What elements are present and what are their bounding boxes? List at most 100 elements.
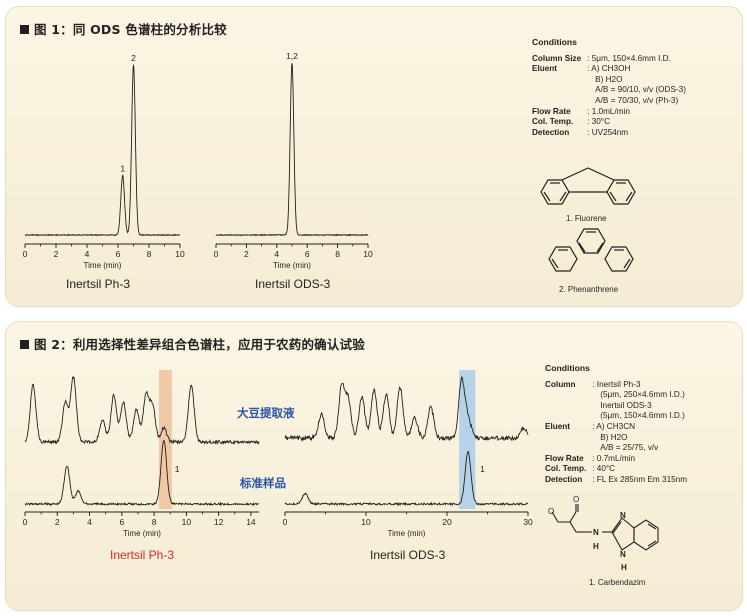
peak-label: 1	[480, 464, 485, 474]
x-tick-label: 2	[244, 249, 249, 259]
x-tick-label: 6	[119, 517, 124, 527]
chromatogram-trace	[284, 450, 529, 507]
atom-n-ring-bottom: N	[620, 550, 626, 559]
x-tick-label: 8	[335, 249, 340, 259]
conditions-heading: Conditions	[532, 37, 577, 47]
conditions-value-line: (5μm, 250×4.6mm I.D.)	[600, 390, 685, 400]
atom-n-ring-top: N	[620, 511, 626, 520]
conditions-key: Column	[545, 379, 576, 389]
trace-label-soy-extract: 大豆提取液	[237, 406, 295, 420]
conditions-value-line: : 30°C	[587, 117, 610, 127]
trace-label-standard: 标准样品	[240, 476, 286, 490]
conditions-value-line: : 5μm, 150×4.6mm I.D.	[587, 53, 671, 63]
chromatogram-trace	[24, 64, 181, 237]
conditions-value: : 1.0mL/min	[587, 107, 686, 118]
conditions-value: : 0.7mL/min	[592, 454, 687, 465]
conditions-row: Column: Inertsil Ph-3(5μm, 250×4.6mm I.D…	[545, 380, 687, 422]
conditions-value-line: B) H2O	[595, 74, 623, 84]
column-label-ph3: Inertsil Ph-3	[66, 277, 131, 291]
conditions-value-line: : A) CH3OH	[587, 64, 631, 74]
atom-n-amine: N	[593, 528, 599, 537]
square-bullet-icon	[20, 340, 29, 349]
x-tick-label: 0	[214, 249, 219, 259]
x-tick-label: 10	[363, 249, 373, 259]
chromatogram-trace	[215, 63, 369, 237]
conditions-heading: Conditions	[545, 363, 590, 373]
chromatogram-trace	[284, 376, 529, 442]
conditions-fig2: Conditions Column: Inertsil Ph-3(5μm, 25…	[545, 363, 687, 486]
figure1-title: 图 1：同 ODS 色谱柱的分析比较	[20, 19, 227, 38]
conditions-table: Column Size : 5μm, 150×4.6mm I.D. Eluent : …	[532, 54, 686, 139]
x-tick-label: 12	[214, 517, 224, 527]
conditions-table: Column: Inertsil Ph-3(5μm, 250×4.6mm I.D…	[545, 380, 687, 486]
x-tick-label: 4	[274, 249, 279, 259]
molecule-label-fluorene: 1. Fluorene	[566, 214, 607, 223]
x-tick-label: 0	[23, 249, 28, 259]
column-label-ods3-2: Inertsil ODS-3	[370, 548, 446, 562]
conditions-value-line: : FL Ex 285nm Em 315nm	[592, 474, 688, 484]
conditions-row: Detection : FL Ex 285nm Em 315nm	[545, 475, 687, 486]
svg-text:O: O	[573, 495, 579, 504]
conditions-value-line: A/B = 70/30, v/v (Ph-3)	[595, 95, 679, 105]
x-axis-label: Time (min)	[388, 529, 426, 538]
conditions-row: Flow Rate : 1.0mL/min	[532, 107, 686, 118]
phenanthrene-structure-icon	[548, 228, 634, 272]
conditions-value: : 40°C	[592, 464, 687, 475]
conditions-value: : 30°C	[587, 117, 686, 128]
molecule-label-carbendazim: 1. Carbendazim	[589, 578, 646, 587]
chromatogram-trace	[24, 375, 260, 446]
atom-h-ring: H	[621, 563, 627, 572]
x-tick-label: 8	[147, 249, 152, 259]
x-tick-label: 6	[116, 249, 121, 259]
svg-text:O: O	[548, 507, 554, 516]
conditions-key: Flow Rate	[545, 453, 584, 463]
conditions-key: Detection	[545, 474, 583, 484]
conditions-value: : 5μm, 150×4.6mm I.D.	[587, 54, 686, 65]
conditions-value-line: A/B = 90/10, v/v (ODS-3)	[595, 85, 686, 95]
molecule-label-phenanthrene: 2. Phenanthrene	[559, 285, 619, 294]
highlight-band	[158, 370, 172, 509]
conditions-value: : FL Ex 285nm Em 315nm	[592, 475, 687, 486]
x-tick-label: 4	[85, 249, 90, 259]
conditions-key: Col. Temp.	[545, 464, 587, 474]
conditions-fig1: Conditions Column Size : 5μm, 150×4.6mm I…	[532, 37, 686, 138]
peak-label: 1	[120, 164, 125, 174]
peak-label: 1,2	[286, 51, 298, 61]
x-tick-label: 10	[182, 517, 192, 527]
conditions-value-line: : 0.7mL/min	[592, 453, 636, 463]
fluorene-structure-icon	[540, 167, 636, 205]
x-tick-label: 10	[175, 249, 185, 259]
conditions-row: Detection : UV254nm	[532, 128, 686, 139]
figure2-title: 图 2：利用选择性差异组合色谱柱，应用于农药的确认试验	[20, 334, 365, 353]
conditions-key: Detection	[532, 127, 570, 137]
conditions-value-line: Inertsil ODS-3	[600, 400, 652, 410]
x-tick-label: 2	[55, 517, 60, 527]
peak-label: 2	[131, 53, 136, 63]
x-axis-label: Time (min)	[273, 261, 311, 270]
carbendazim-structure-icon: O O	[548, 495, 659, 551]
x-axis-label: Time (min)	[123, 529, 161, 538]
x-tick-label: 8	[152, 517, 157, 527]
conditions-key: Column Size	[532, 53, 582, 63]
conditions-row: Col. Temp. : 30°C	[532, 117, 686, 128]
conditions-row: Col. Temp. : 40°C	[545, 464, 687, 475]
conditions-key: Col. Temp.	[532, 117, 574, 127]
x-tick-label: 14	[246, 517, 256, 527]
conditions-row: Column Size : 5μm, 150×4.6mm I.D.	[532, 54, 686, 65]
conditions-value-line: : UV254nm	[587, 127, 629, 137]
x-tick-label: 30	[523, 517, 533, 527]
atom-h-amine: H	[593, 542, 599, 551]
conditions-key: Flow Rate	[532, 106, 571, 116]
x-tick-label: 2	[54, 249, 59, 259]
conditions-key: Eluent	[532, 64, 558, 74]
peak-label: 1	[175, 464, 180, 474]
